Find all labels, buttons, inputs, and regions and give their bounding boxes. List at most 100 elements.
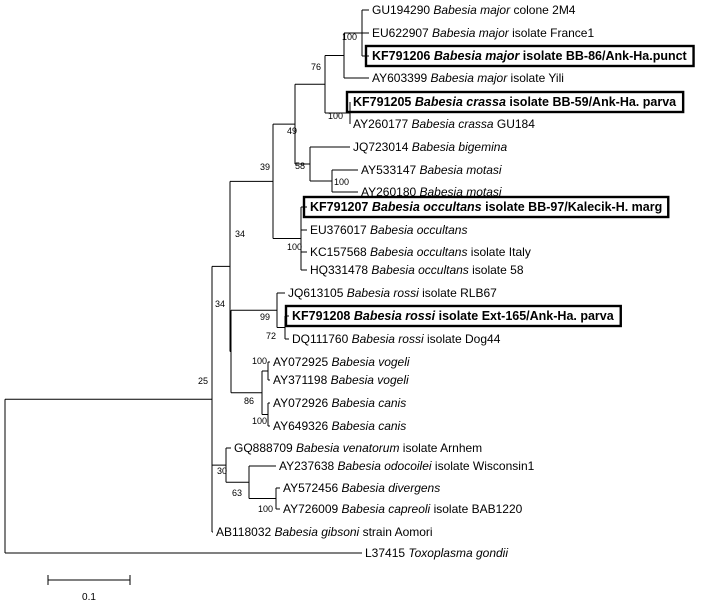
bootstrap-value-14: 86 xyxy=(244,396,254,406)
leaf-label-12: KC157568 Babesia occultans isolate Italy xyxy=(310,245,531,259)
leaf-accession: AY371198 xyxy=(273,373,331,387)
highlight-box-KF791208 xyxy=(284,304,622,328)
leaf-species: Babesia canis xyxy=(332,419,407,433)
leaf-label-14: JQ613105 Babesia rossi isolate RLB67 xyxy=(288,286,497,300)
leaf-label-1: GU194290 Babesia major colone 2M4 xyxy=(372,3,576,17)
bootstrap-value-5: 58 xyxy=(295,161,305,171)
leaf-species: Babesia canis xyxy=(332,396,407,410)
leaf-accession: AB118032 xyxy=(216,525,275,539)
leaf-label-25: AB118032 Babesia gibsoni strain Aomori xyxy=(216,525,433,539)
leaf-descriptor: isolate 58 xyxy=(469,263,524,277)
leaf-accession: AY572456 xyxy=(283,481,342,495)
leaf-accession: JQ723014 xyxy=(353,140,412,154)
leaf-accession: DQ111760 xyxy=(292,332,352,346)
leaf-accession: KF791207 xyxy=(310,200,372,214)
leaf-descriptor: isolate Dog44 xyxy=(424,332,501,346)
leaf-accession: KF791206 xyxy=(372,49,434,63)
bootstrap-value-4: 49 xyxy=(287,126,297,136)
leaf-label-4: AY603399 Babesia major isolate Yili xyxy=(372,71,564,85)
leaf-accession: KF791205 xyxy=(353,95,415,109)
bootstrap-value-9: 34 xyxy=(235,229,245,239)
leaf-species: Babesia vogeli xyxy=(332,355,410,369)
leaf-descriptor: isolate Wisconsin1 xyxy=(432,459,535,473)
leaf-descriptor: strain Aomori xyxy=(359,525,432,539)
leaf-descriptor: isolate BAB1220 xyxy=(430,502,522,516)
leaf-species: Babesia occultans xyxy=(370,223,467,237)
leaf-species: Babesia major xyxy=(433,3,511,17)
scale-bar-label: 0.1 xyxy=(82,592,96,603)
bootstrap-value-7: 39 xyxy=(260,162,270,172)
leaf-descriptor: GU184 xyxy=(494,117,536,131)
leaf-label-15: KF791208 Babesia rossi isolate Ext-165/A… xyxy=(292,309,615,323)
leaf-label-20: AY649326 Babesia canis xyxy=(273,419,406,433)
leaf-label-22: AY237638 Babesia odocoilei isolate Wisco… xyxy=(279,459,535,473)
leaf-accession: AY260180 xyxy=(361,185,420,199)
leaf-species: Babesia motasi xyxy=(420,163,502,177)
leaf-label-6: AY260177 Babesia crassa GU184 xyxy=(353,117,535,131)
leaf-label-16: DQ111760 Babesia rossi isolate Dog44 xyxy=(292,332,501,346)
highlight-box-KF791205 xyxy=(345,90,685,114)
leaf-label-8: AY533147 Babesia motasi xyxy=(361,163,502,177)
tree-branches xyxy=(4,9,369,554)
leaf-species: Babesia occultans xyxy=(372,200,482,214)
leaf-accession: L37415 xyxy=(365,546,408,560)
leaf-label-13: HQ331478 Babesia occultans isolate 58 xyxy=(310,263,524,277)
leaf-accession: KF791208 xyxy=(292,309,354,323)
leaf-label-7: JQ723014 Babesia bigemina xyxy=(353,140,507,154)
bootstrap-value-1: 100 xyxy=(342,32,357,42)
leaf-species: Babesia gibsoni xyxy=(275,525,360,539)
leaf-label-21: GQ888709 Babesia venatorum isolate Arnhe… xyxy=(234,441,482,455)
leaf-accession: GQ888709 xyxy=(234,441,296,455)
bootstrap-value-16: 25 xyxy=(198,376,208,386)
bootstrap-value-2: 76 xyxy=(311,62,321,72)
highlight-box-KF791207 xyxy=(302,195,670,219)
leaf-species: Babesia rossi xyxy=(347,286,419,300)
bootstrap-value-15: 100 xyxy=(252,416,267,426)
leaf-species: Babesia odocoilei xyxy=(338,459,432,473)
leaf-label-5: KF791205 Babesia crassa isolate BB-59/An… xyxy=(353,95,677,109)
leaf-accession: AY533147 xyxy=(361,163,420,177)
leaf-label-26: L37415 Toxoplasma gondii xyxy=(365,546,508,560)
leaf-species: Babesia divergens xyxy=(342,481,441,495)
leaf-labels: GU194290 Babesia major colone 2M4EU62290… xyxy=(216,3,695,560)
leaf-descriptor: isolate France1 xyxy=(509,26,595,40)
bootstrap-value-13: 100 xyxy=(252,356,267,366)
leaf-label-18: AY371198 Babesia vogeli xyxy=(273,373,409,387)
bootstrap-values: 1007610049581003910034997234100861002530… xyxy=(198,32,357,514)
leaf-label-10: KF791207 Babesia occultans isolate BB-97… xyxy=(310,200,662,214)
leaf-accession: AY649326 xyxy=(273,419,332,433)
leaf-accession: AY726009 xyxy=(283,502,342,516)
leaf-species: Babesia capreoli xyxy=(342,502,431,516)
leaf-species: Babesia major xyxy=(432,26,510,40)
leaf-descriptor: isolate BB-97/Kalecik-H. marg xyxy=(482,200,663,214)
leaf-species: Babesia major xyxy=(431,71,509,85)
leaf-species: Babesia crassa xyxy=(415,95,506,109)
leaf-descriptor: colone 2M4 xyxy=(510,3,576,17)
bootstrap-value-10: 99 xyxy=(260,312,270,322)
leaf-descriptor: isolate Yili xyxy=(507,71,564,85)
bootstrap-value-3: 100 xyxy=(328,111,343,121)
leaf-species: Babesia vogeli xyxy=(331,373,409,387)
leaf-descriptor: isolate RLB67 xyxy=(419,286,497,300)
leaf-species: Babesia rossi xyxy=(352,332,424,346)
leaf-accession: EU622907 xyxy=(372,26,432,40)
leaf-species: Babesia rossi xyxy=(354,309,436,323)
leaf-label-24: AY726009 Babesia capreoli isolate BAB122… xyxy=(283,502,523,516)
leaf-accession: HQ331478 xyxy=(310,263,371,277)
leaf-accession: JQ613105 xyxy=(288,286,347,300)
leaf-label-3: KF791206 Babesia major isolate BB-86/Ank… xyxy=(372,49,688,63)
leaf-species: Babesia occultans xyxy=(371,263,468,277)
bootstrap-value-6: 100 xyxy=(334,177,349,187)
leaf-species: Babesia venatorum xyxy=(296,441,399,455)
leaf-accession: AY260177 xyxy=(353,117,412,131)
leaf-species: Babesia crassa xyxy=(412,117,494,131)
leaf-label-2: EU622907 Babesia major isolate France1 xyxy=(372,26,594,40)
bootstrap-value-12: 34 xyxy=(215,299,225,309)
bootstrap-value-17: 30 xyxy=(217,466,227,476)
bootstrap-value-19: 100 xyxy=(258,504,273,514)
leaf-accession: AY237638 xyxy=(279,459,338,473)
bootstrap-value-8: 100 xyxy=(287,242,302,252)
leaf-descriptor: isolate BB-86/Ank-Ha.punct xyxy=(519,49,687,63)
leaf-descriptor: isolate Italy xyxy=(467,245,530,259)
